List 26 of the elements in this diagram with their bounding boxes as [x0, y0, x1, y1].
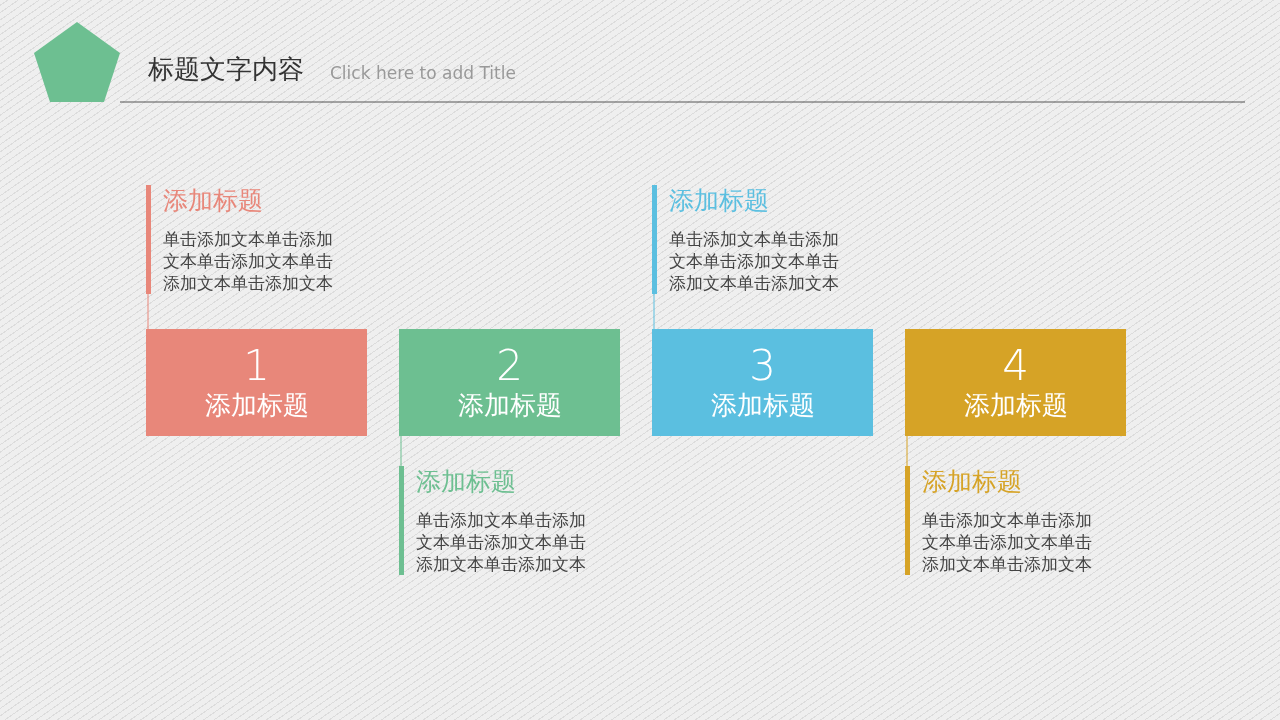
step-box [905, 329, 1126, 436]
leader-line [906, 435, 908, 467]
title: 标题文字内容 [148, 53, 304, 86]
leader-line [147, 293, 149, 330]
step-title: 添加标题 [963, 388, 1068, 422]
callout-body: 单击添加文本单击添加文本单击添加文本单击添加文本单击添加文本 [669, 227, 840, 294]
leader-line [400, 435, 402, 467]
callout-body: 单击添加文本单击添加文本单击添加文本单击添加文本单击添加文本 [922, 508, 1093, 575]
leader-line [653, 293, 655, 330]
step-title: 添加标题 [457, 388, 562, 422]
callout-title: 添加标题 [669, 185, 770, 217]
step-number: 2 [496, 342, 523, 389]
callout-body: 单击添加文本单击添加文本单击添加文本单击添加文本单击添加文本 [163, 227, 334, 294]
callout-body: 单击添加文本单击添加文本单击添加文本单击添加文本单击添加文本 [416, 508, 587, 575]
step-number: 4 [1002, 342, 1029, 389]
step-box [146, 329, 367, 436]
step-title: 添加标题 [710, 388, 815, 422]
step-number: 3 [749, 342, 776, 389]
callout-title: 添加标题 [163, 185, 264, 217]
step-number: 1 [243, 342, 270, 389]
step-title: 添加标题 [204, 388, 309, 422]
callout-title: 添加标题 [922, 466, 1023, 498]
placeholder-text: Click here to add Title [330, 63, 516, 83]
step-box [652, 329, 873, 436]
callout-title: 添加标题 [416, 466, 517, 498]
step-box [399, 329, 620, 436]
